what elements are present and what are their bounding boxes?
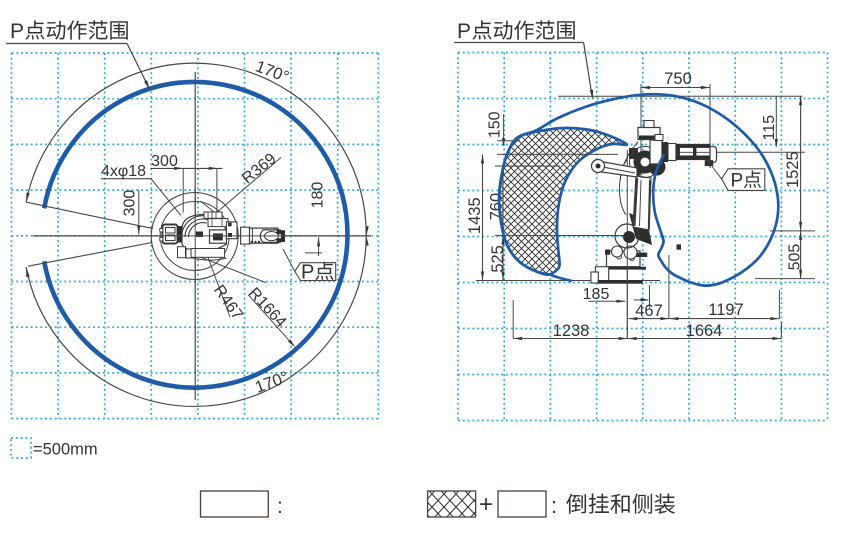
svg-text:P: P (301, 262, 314, 284)
svg-text:180: 180 (310, 182, 327, 209)
svg-text:P: P (457, 20, 471, 43)
svg-text:467: 467 (635, 302, 663, 320)
svg-text:750: 750 (664, 70, 692, 88)
svg-text:1238: 1238 (553, 322, 590, 340)
svg-text:1197: 1197 (708, 301, 743, 319)
svg-text::: : (551, 493, 557, 518)
svg-text:115: 115 (761, 115, 778, 141)
svg-text:P: P (10, 20, 24, 43)
svg-text:4xφ18: 4xφ18 (101, 163, 146, 180)
svg-text:525: 525 (489, 245, 507, 273)
svg-text:=500mm: =500mm (33, 441, 98, 459)
svg-text:1435: 1435 (466, 197, 484, 234)
svg-text:300: 300 (151, 153, 178, 170)
svg-text:1525: 1525 (784, 151, 802, 188)
svg-text:P: P (731, 171, 744, 192)
svg-text:760: 760 (487, 193, 505, 221)
svg-text:150: 150 (487, 111, 504, 138)
svg-text::: : (277, 495, 283, 518)
svg-text:185: 185 (583, 286, 610, 303)
svg-text:+: + (479, 491, 493, 518)
svg-text:505: 505 (787, 244, 804, 271)
svg-text:300: 300 (122, 190, 139, 217)
svg-text:1664: 1664 (686, 322, 723, 340)
